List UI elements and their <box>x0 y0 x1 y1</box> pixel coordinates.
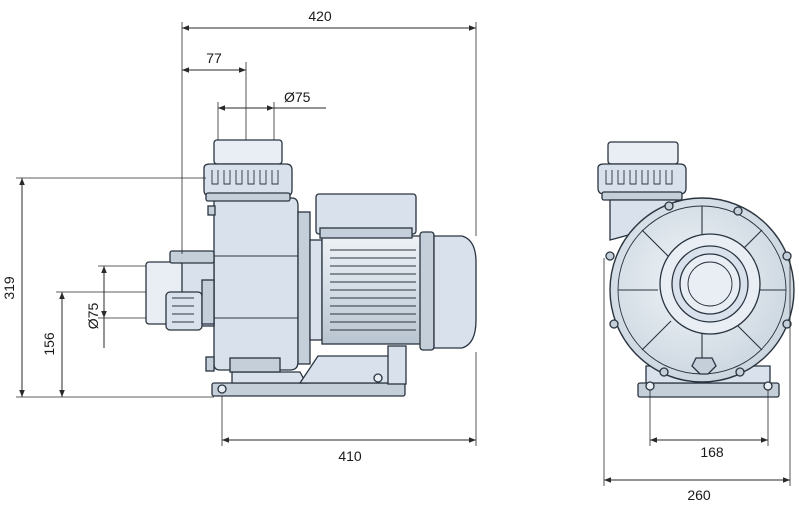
overall-width-label: 260 <box>687 487 711 503</box>
base-length-label: 410 <box>338 448 362 464</box>
base-hole-spacing-label: 168 <box>700 444 724 460</box>
front-dimensions: 168 260 <box>603 258 791 503</box>
outlet-diameter-label: Ø75 <box>85 303 101 330</box>
inlet-diameter-label: Ø75 <box>284 89 311 105</box>
outlet-height-label: 156 <box>41 332 57 356</box>
top-union <box>203 139 293 202</box>
overall-length-label: 420 <box>308 8 332 24</box>
motor-fins <box>330 249 416 331</box>
side-view: 420 77 Ø75 319 156 Ø75 <box>1 8 477 464</box>
pump-housing <box>205 197 323 373</box>
side-dimensions: 420 77 Ø75 319 156 Ø75 <box>1 8 477 464</box>
base-plate <box>211 345 407 397</box>
front-view: 168 260 <box>597 141 795 503</box>
inlet-offset-label: 77 <box>206 50 222 66</box>
motor <box>315 193 477 351</box>
side-union <box>145 250 215 331</box>
union-ribs <box>211 170 279 185</box>
front-round-body <box>605 197 795 383</box>
overall-height-label: 319 <box>1 276 17 300</box>
front-top-union <box>597 141 687 241</box>
